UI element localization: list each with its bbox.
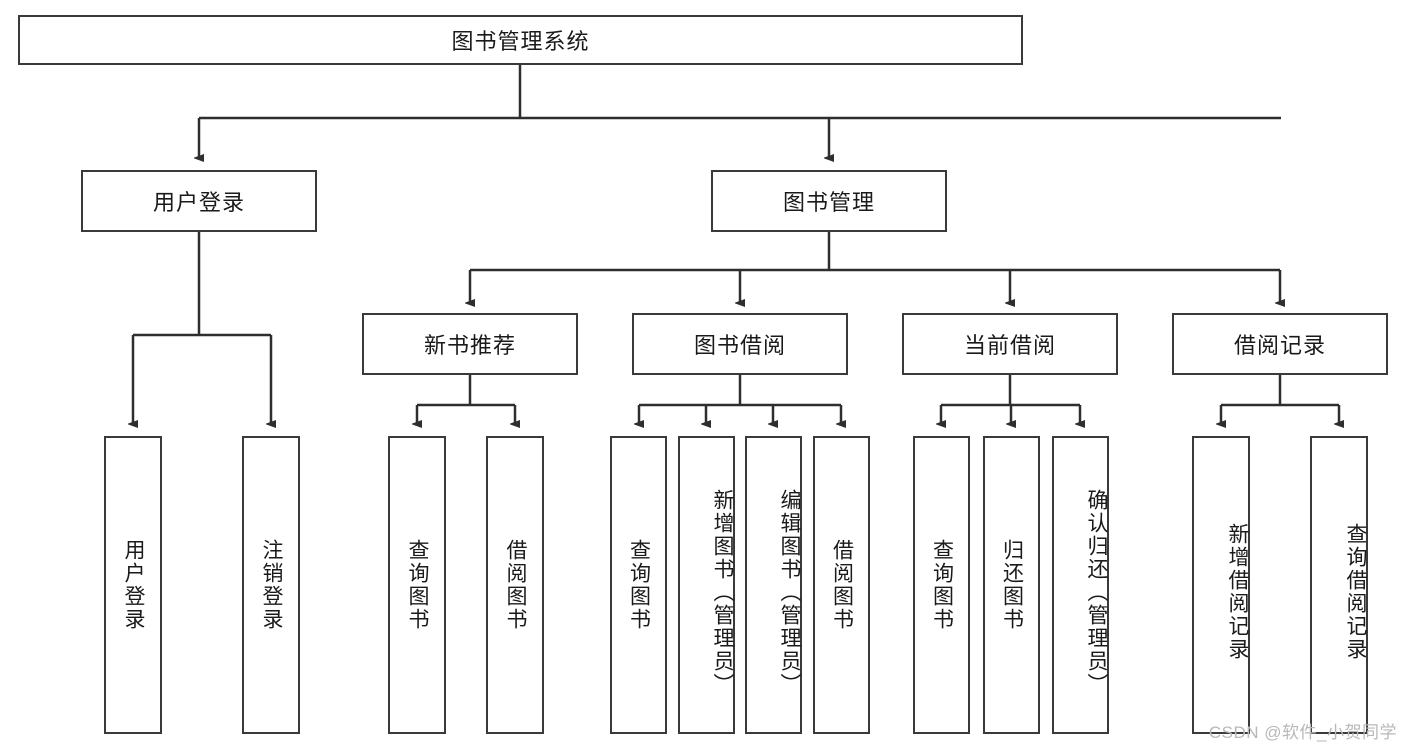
node-leaf-query-record[interactable]: 查询借阅记录	[1310, 436, 1368, 734]
node-leaf-return-book[interactable]: 归还图书	[983, 436, 1040, 734]
node-leaf-confirm-return-label: 确认归还（管理员）	[1085, 488, 1108, 696]
node-leaf-borrow-book-2-label: 借阅图书	[830, 539, 854, 631]
node-root[interactable]: 图书管理系统	[18, 15, 1023, 65]
node-leaf-borrow-book-2[interactable]: 借阅图书	[813, 436, 870, 734]
node-leaf-add-book[interactable]: 新增图书（管理员）	[678, 436, 735, 734]
node-leaf-query-record-label: 查询借阅记录	[1344, 523, 1367, 661]
node-leaf-query-book-3-label: 查询图书	[930, 539, 954, 631]
node-leaf-borrow-book-1[interactable]: 借阅图书	[486, 436, 544, 734]
node-leaf-edit-book[interactable]: 编辑图书（管理员）	[745, 436, 802, 734]
node-borrow-record[interactable]: 借阅记录	[1172, 313, 1388, 375]
node-leaf-borrow-book-1-label: 借阅图书	[504, 539, 528, 631]
node-leaf-query-book-2-label: 查询图书	[627, 539, 651, 631]
node-leaf-add-book-label: 新增图书（管理员）	[711, 488, 734, 696]
node-leaf-user-login-label: 用户登录	[122, 539, 146, 631]
node-user-login-label: 用户登录	[152, 190, 245, 215]
node-leaf-query-book-1-label: 查询图书	[406, 539, 430, 631]
node-book-manage-label: 图书管理	[782, 190, 875, 215]
node-book-manage[interactable]: 图书管理	[711, 170, 947, 232]
node-root-label: 图书管理系统	[451, 29, 590, 54]
node-leaf-user-logout[interactable]: 注销登录	[242, 436, 300, 734]
watermark-text: CSDN @软件_小贺同学	[1208, 723, 1397, 742]
node-book-borrow[interactable]: 图书借阅	[632, 313, 848, 375]
node-leaf-return-book-label: 归还图书	[1000, 539, 1024, 631]
node-new-book-rec[interactable]: 新书推荐	[362, 313, 578, 375]
node-leaf-query-book-1[interactable]: 查询图书	[388, 436, 446, 734]
node-leaf-edit-book-label: 编辑图书（管理员）	[778, 488, 801, 696]
node-leaf-query-book-3[interactable]: 查询图书	[913, 436, 970, 734]
node-leaf-user-login[interactable]: 用户登录	[104, 436, 162, 734]
node-current-borrow[interactable]: 当前借阅	[902, 313, 1118, 375]
node-current-borrow-label: 当前借阅	[963, 333, 1056, 358]
node-book-borrow-label: 图书借阅	[693, 333, 786, 358]
node-leaf-query-book-2[interactable]: 查询图书	[610, 436, 667, 734]
node-leaf-user-logout-label: 注销登录	[260, 539, 284, 631]
node-new-book-rec-label: 新书推荐	[423, 333, 516, 358]
node-borrow-record-label: 借阅记录	[1233, 333, 1326, 358]
node-leaf-add-record[interactable]: 新增借阅记录	[1192, 436, 1250, 734]
node-user-login[interactable]: 用户登录	[81, 170, 317, 232]
node-leaf-add-record-label: 新增借阅记录	[1226, 523, 1249, 661]
node-leaf-confirm-return[interactable]: 确认归还（管理员）	[1052, 436, 1109, 734]
